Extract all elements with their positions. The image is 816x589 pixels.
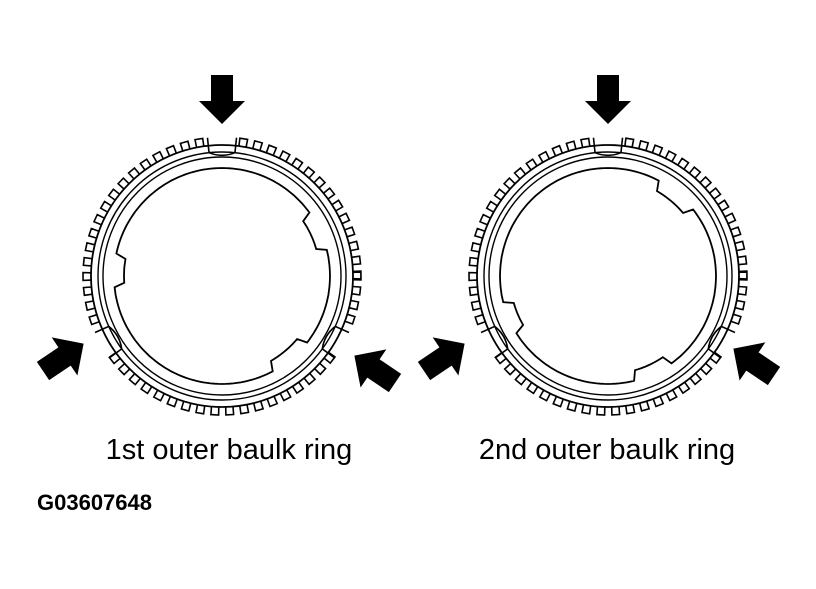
figure-id: G03607648 [37,490,152,515]
ring-band [483,151,733,401]
arrow-lower-left-icon [36,337,84,381]
ring-2-caption: 2nd outer baulk ring [478,434,736,466]
lug [94,325,123,359]
ring-band-inner [488,156,728,396]
ring-1-caption: 1st outer baulk ring [105,434,353,466]
ring-band [97,151,347,401]
lug [592,137,624,157]
arrow-lower-right-icon [354,349,402,393]
arrow-lower-right-icon [733,342,781,386]
gear-teeth [82,137,362,416]
lug [480,325,509,359]
lug [707,325,736,359]
lug [206,137,238,157]
arrow-top-icon [199,75,245,124]
gear-teeth [468,137,748,416]
arrow-lower-left-icon [417,337,465,381]
arrow-top-icon [585,75,631,124]
lug [321,325,350,359]
ring-outer-edge [476,144,740,408]
ring-outer-edge [90,144,354,408]
inner-bore [113,167,331,385]
second-outer-baulk-ring [468,137,748,416]
first-outer-baulk-ring [82,137,362,416]
inner-bore [499,167,717,385]
ring-band-inner [102,156,342,396]
